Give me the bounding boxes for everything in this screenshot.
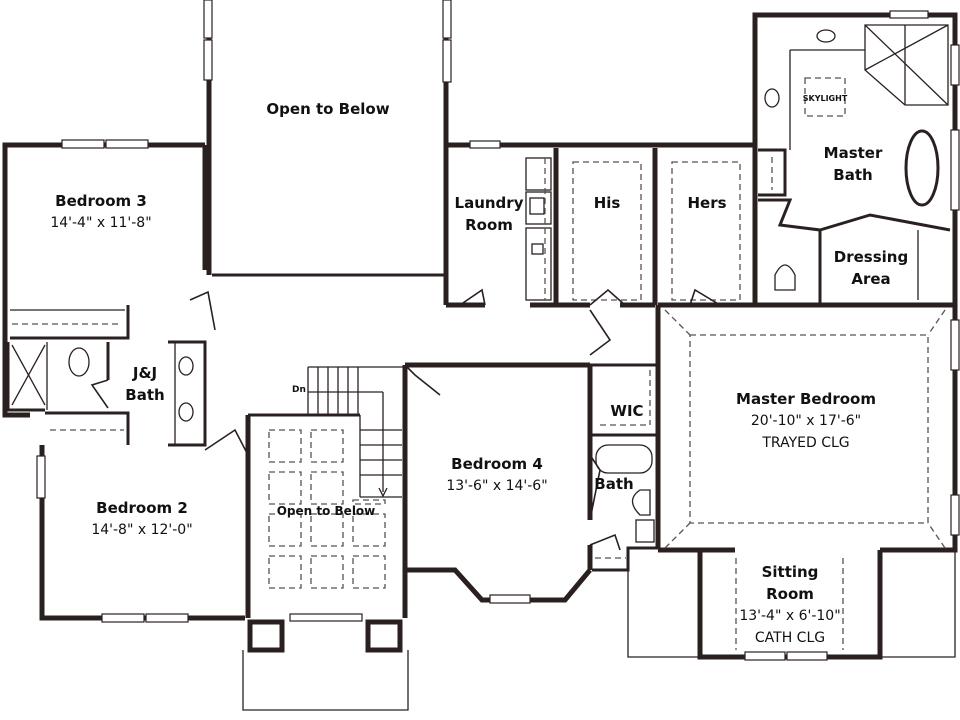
room-name-line1: J&J [132,364,158,382]
hallway-walls [189,290,612,456]
room-name: Bath [594,475,634,493]
room-name-line2: Area [851,270,891,288]
room-name-line2: Bath [833,166,873,184]
room-label-laundry: Laundry Room [455,192,524,236]
room-ceiling: CATH CLG [754,630,826,646]
open-below-top-walls [203,0,452,305]
room-label-dressing-area: Dressing Area [834,246,908,290]
room-label-master-bedroom: Master Bedroom 20'-10" x 17'-6" TRAYED C… [736,388,876,454]
bedroom-3-walls [2,139,208,418]
master-bedroom-walls [655,302,960,553]
room-name: His [593,194,621,212]
room-name-line1: Master [823,144,883,162]
room-name: Open to Below [276,504,376,518]
room-label-his: His [594,192,621,214]
bedroom-4-walls [405,365,621,604]
room-dimensions: 13'-6" x 14'-6" [446,478,548,494]
master-bath-walls [752,10,960,305]
room-dimensions: 20'-10" x 17'-6" [750,413,862,429]
room-name-line1: Laundry [454,194,524,212]
room-label-jj-bath: J&J Bath [125,362,164,406]
skylight-label: SKYLIGHT [802,94,848,103]
room-name: WIC [610,402,644,420]
room-name: Bedroom 2 [96,499,188,517]
jj-bath-walls [6,340,207,447]
room-dimensions: 14'-4" x 11'-8" [50,215,152,231]
room-label-sitting-room: Sitting Room 13'-4" x 6'-10" CATH CLG [739,561,840,649]
room-label-bath: Bath [594,473,633,495]
room-name-line2: Bath [125,386,165,404]
room-name-line1: Dressing [833,248,909,266]
room-name: Master Bedroom [736,390,876,408]
stair-open-below-walls [242,365,409,711]
room-dimensions: 14'-8" x 12'-0" [91,522,193,538]
room-name: Hers [687,194,727,212]
room-dimensions: 13'-4" x 6'-10" [739,608,841,624]
sitting-room-walls [627,547,956,661]
room-name: Open to Below [266,100,390,118]
room-ceiling: TRAYED CLG [762,435,850,451]
room-label-bedroom-2: Bedroom 2 14'-8" x 12'-0" [91,497,192,541]
bedroom-2-walls [36,445,245,623]
wic-bath-walls [590,363,660,572]
room-label-open-to-below-stair: Open to Below [277,500,376,522]
room-name-line2: Room [465,216,513,234]
room-label-bedroom-3: Bedroom 3 14'-4" x 11'-8" [50,190,151,234]
stairs-down-label: Dn [292,385,306,395]
room-label-bedroom-4: Bedroom 4 13'-6" x 14'-6" [446,453,547,497]
room-name: Bedroom 4 [451,455,543,473]
room-name-line2: Room [766,585,814,603]
room-label-open-to-below-top: Open to Below [266,98,389,120]
room-label-wic: WIC [610,400,643,422]
room-name-line1: Sitting [761,563,819,581]
room-label-hers: Hers [687,192,726,214]
room-name: Bedroom 3 [55,192,147,210]
room-label-master-bath: Master Bath [824,142,883,186]
